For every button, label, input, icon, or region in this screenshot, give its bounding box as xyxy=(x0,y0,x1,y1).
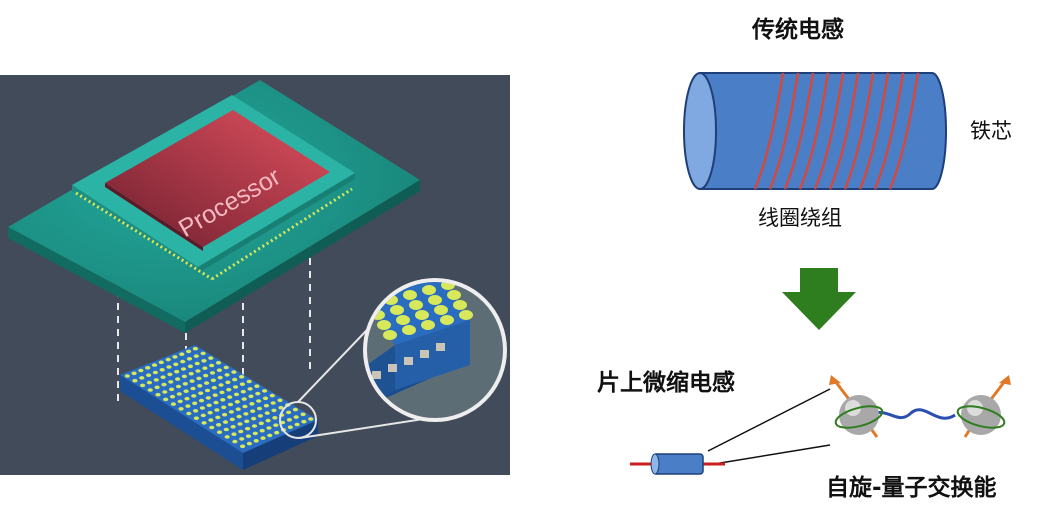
spin-exchange-illustration xyxy=(829,375,1011,438)
magnified-view xyxy=(363,278,507,422)
spin-sphere-right xyxy=(956,375,1011,438)
pointer-line-top xyxy=(707,388,831,452)
spin-sphere-left xyxy=(829,375,884,438)
onchip-inductor-label: 片上微缩电感 xyxy=(597,370,735,396)
package-illustration-panel: Processor xyxy=(0,75,510,475)
magnified-pads xyxy=(372,343,445,379)
iron-core-label: 铁芯 xyxy=(970,119,1012,143)
inductor-array-chip xyxy=(120,345,318,470)
package-illustration: Processor xyxy=(8,80,507,470)
traditional-inductor-title: 传统电感 xyxy=(752,17,844,43)
traditional-inductor xyxy=(683,72,947,190)
pointer-line-bottom xyxy=(707,444,831,466)
coil-winding xyxy=(753,72,920,190)
zoom-line-bottom xyxy=(299,417,431,439)
onchip-inductor-icon xyxy=(630,453,725,475)
coil-winding-label: 线圈绕组 xyxy=(758,206,842,230)
spin-exchange-label: 自旋-量子交换能 xyxy=(826,475,997,501)
down-arrow-icon xyxy=(782,268,856,330)
onchip-inductor-illustration xyxy=(630,375,1011,475)
